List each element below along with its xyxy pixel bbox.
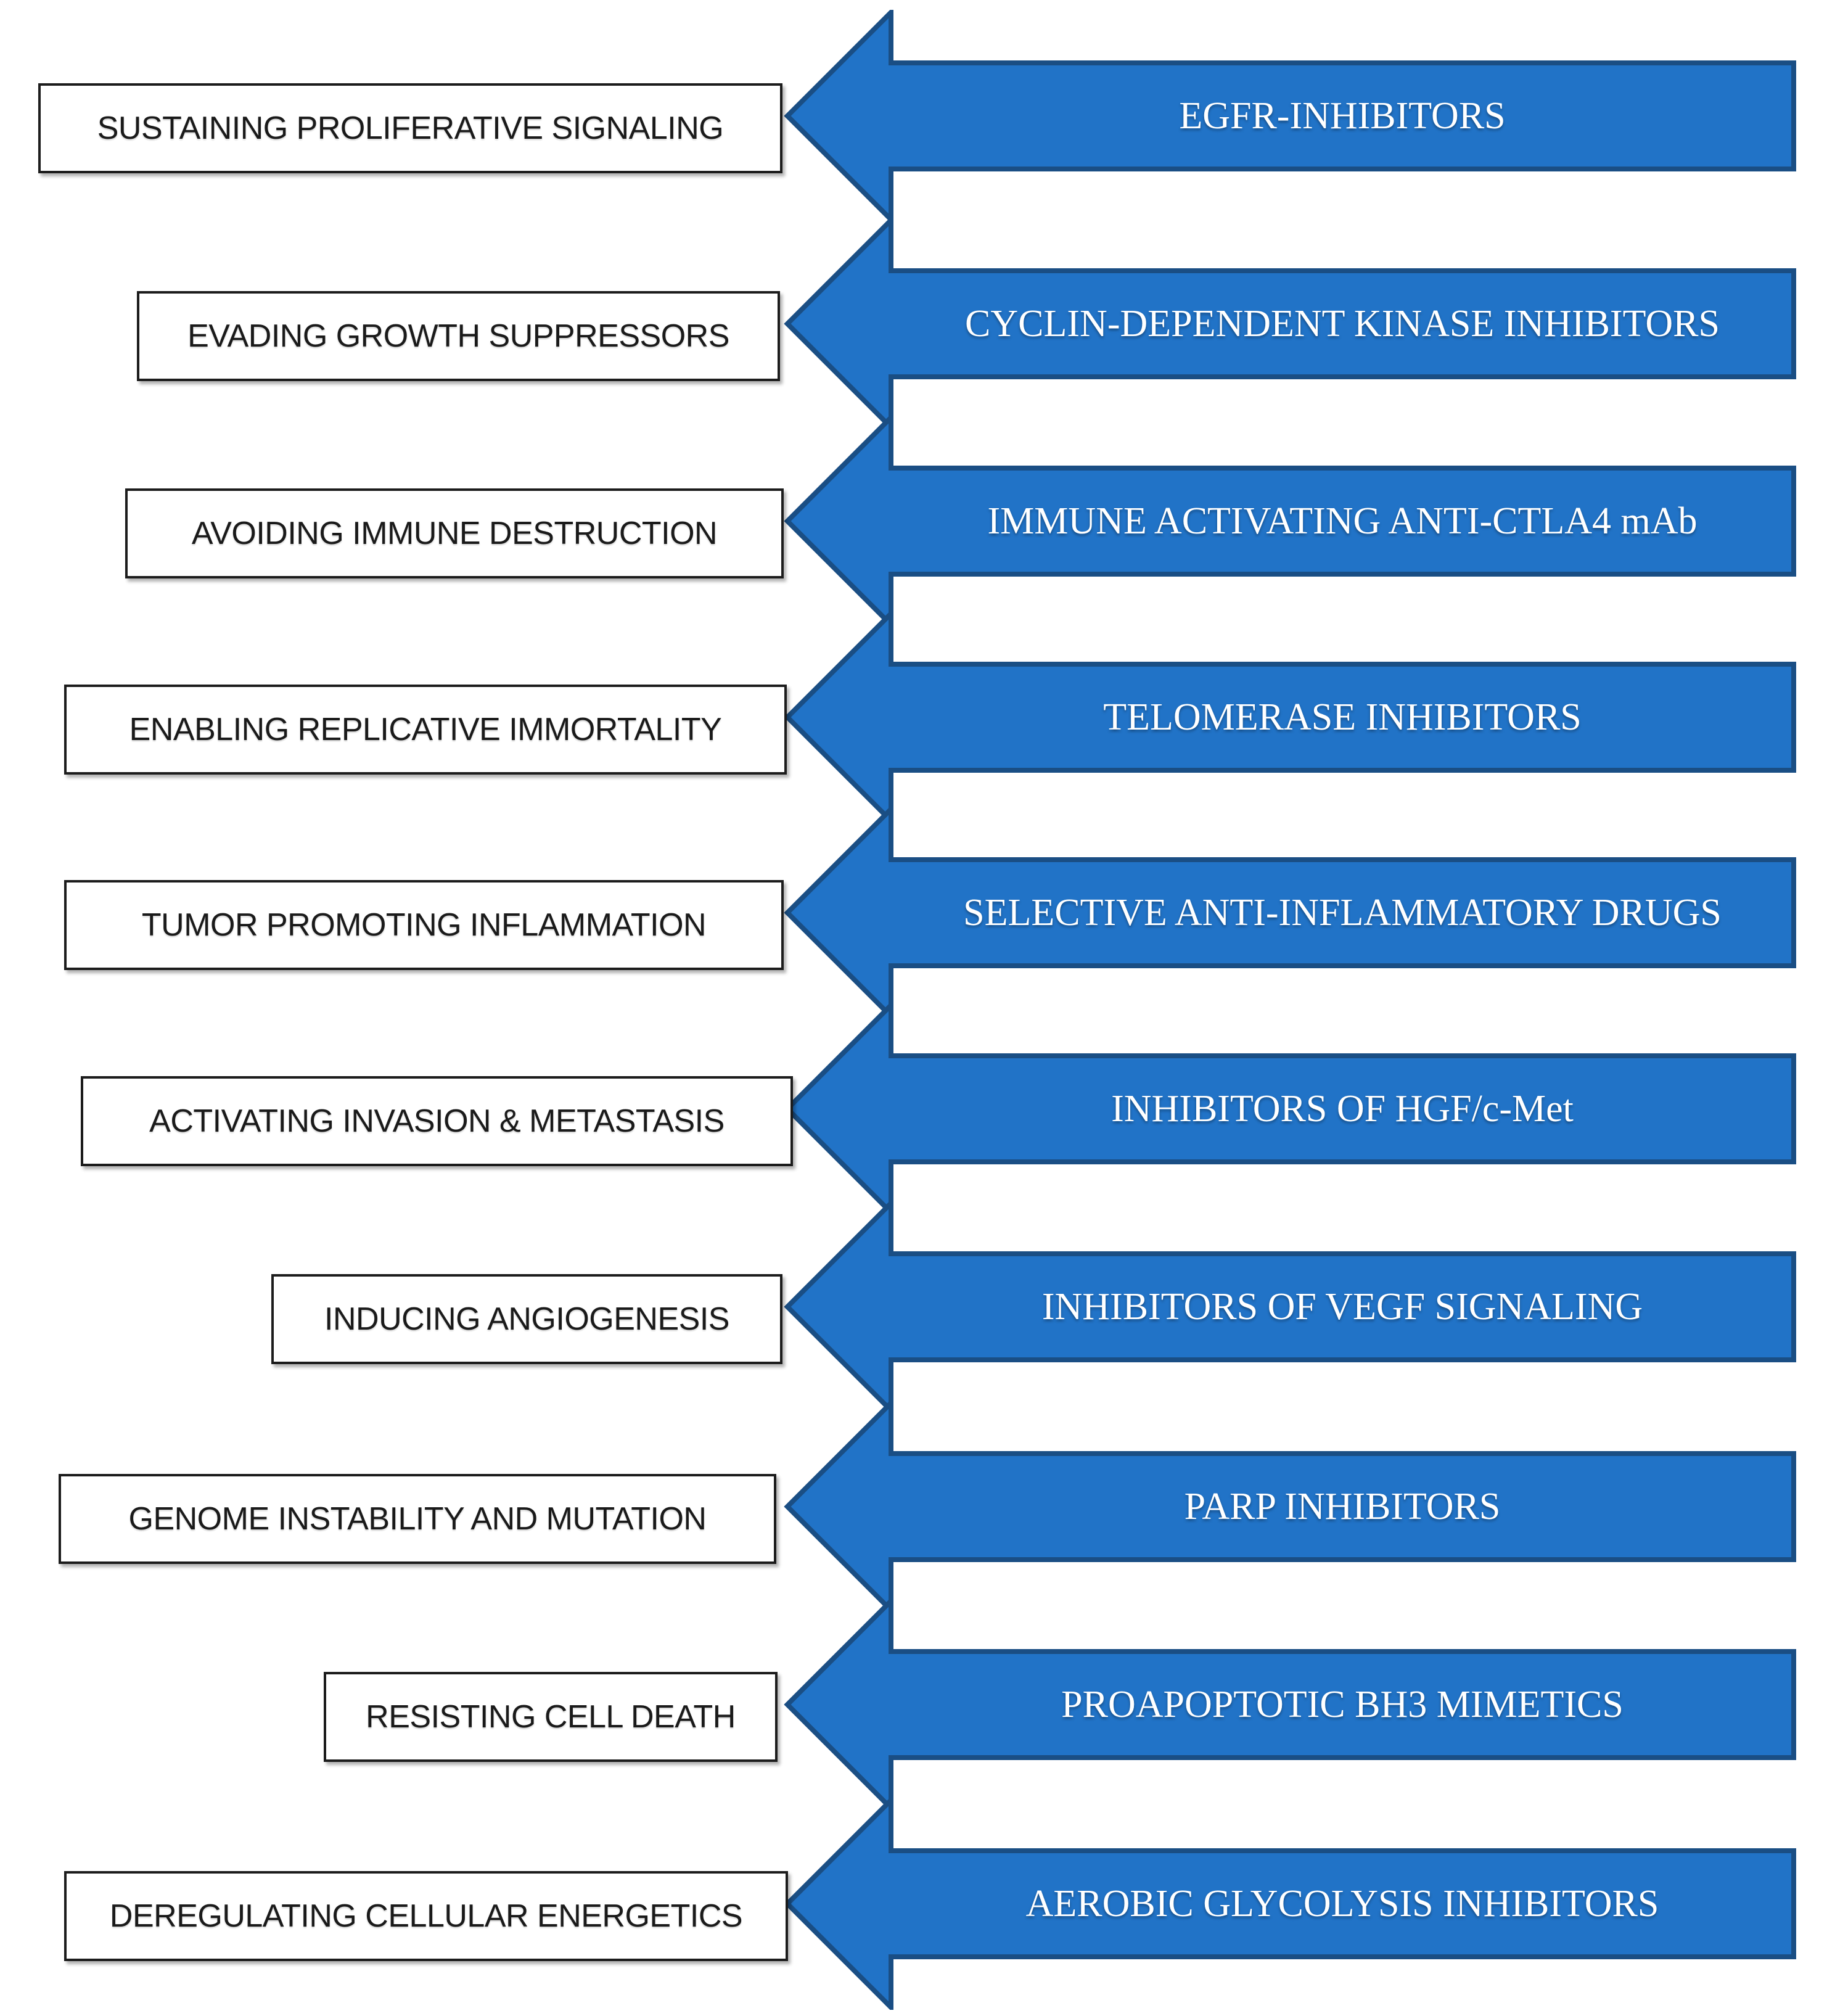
therapy-label: EGFR-INHIBITORS <box>1179 94 1506 137</box>
hallmark-box: GENOME INSTABILITY AND MUTATION <box>59 1474 776 1564</box>
therapy-arrow: INHIBITORS OF HGF/c-Met <box>784 1003 1797 1215</box>
hallmark-label: TUMOR PROMOTING INFLAMMATION <box>141 907 707 943</box>
hallmark-label: ACTIVATING INVASION & METASTASIS <box>149 1103 725 1139</box>
therapy-arrow: PARP INHIBITORS <box>784 1401 1797 1613</box>
therapy-label: CYCLIN-DEPENDENT KINASE INHIBITORS <box>965 302 1720 345</box>
therapy-arrow: CYCLIN-DEPENDENT KINASE INHIBITORS <box>784 218 1797 430</box>
therapy-arrow: SELECTIVE ANTI-INFLAMMATORY DRUGS <box>784 807 1797 1019</box>
hallmark-box: ACTIVATING INVASION & METASTASIS <box>81 1076 793 1166</box>
therapy-label: INHIBITORS OF VEGF SIGNALING <box>1041 1285 1643 1328</box>
hallmark-label: EVADING GROWTH SUPPRESSORS <box>187 318 729 354</box>
hallmark-label: SUSTAINING PROLIFERATIVE SIGNALING <box>97 110 724 146</box>
hallmark-label: RESISTING CELL DEATH <box>366 1699 736 1735</box>
therapy-label: AEROBIC GLYCOLYSIS INHIBITORS <box>1025 1882 1659 1925</box>
hallmark-box: AVOIDING IMMUNE DESTRUCTION <box>125 488 784 578</box>
left-arrow-icon <box>784 10 1796 222</box>
hallmark-label: DEREGULATING CELLULAR ENERGETICS <box>109 1898 743 1934</box>
therapy-arrow: INHIBITORS OF VEGF SIGNALING <box>784 1201 1797 1413</box>
hallmark-label: GENOME INSTABILITY AND MUTATION <box>128 1501 707 1537</box>
therapy-label: PARP INHIBITORS <box>1184 1485 1501 1528</box>
hallmark-box: RESISTING CELL DEATH <box>324 1672 778 1762</box>
therapy-label: INHIBITORS OF HGF/c-Met <box>1111 1087 1574 1130</box>
hallmark-box: EVADING GROWTH SUPPRESSORS <box>137 291 780 381</box>
therapy-label: PROAPOPTOTIC BH3 MIMETICS <box>1061 1683 1624 1726</box>
hallmark-label: AVOIDING IMMUNE DESTRUCTION <box>191 516 718 551</box>
left-arrow-icon <box>784 1798 1796 2010</box>
hallmark-box: SUSTAINING PROLIFERATIVE SIGNALING <box>38 83 782 173</box>
hallmark-box: ENABLING REPLICATIVE IMMORTALITY <box>64 685 787 775</box>
hallmark-label: ENABLING REPLICATIVE IMMORTALITY <box>129 712 722 747</box>
hallmark-label: INDUCING ANGIOGENESIS <box>324 1301 729 1337</box>
hallmark-box: TUMOR PROMOTING INFLAMMATION <box>64 880 784 970</box>
therapy-arrow: IMMUNE ACTIVATING ANTI-CTLA4 mAb <box>784 415 1797 627</box>
therapy-arrow: EGFR-INHIBITORS <box>784 10 1797 222</box>
therapy-arrow: AEROBIC GLYCOLYSIS INHIBITORS <box>784 1798 1797 2010</box>
therapy-label: IMMUNE ACTIVATING ANTI-CTLA4 mAb <box>987 500 1698 542</box>
therapy-label: SELECTIVE ANTI-INFLAMMATORY DRUGS <box>963 891 1722 934</box>
therapy-arrow: TELOMERASE INHIBITORS <box>784 611 1797 823</box>
therapy-arrow: PROAPOPTOTIC BH3 MIMETICS <box>784 1598 1797 1811</box>
hallmark-box: INDUCING ANGIOGENESIS <box>271 1274 782 1364</box>
hallmark-box: DEREGULATING CELLULAR ENERGETICS <box>64 1871 788 1961</box>
therapy-label: TELOMERASE INHIBITORS <box>1103 696 1582 738</box>
